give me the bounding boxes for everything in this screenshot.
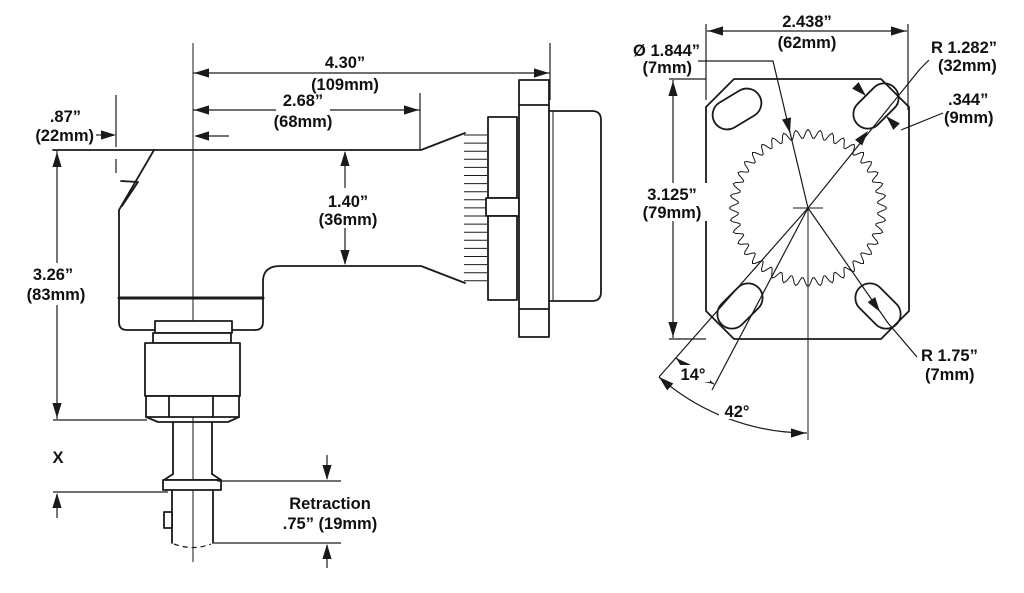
dim-corner-radius-mm: (7mm) — [925, 366, 975, 384]
gear-diameter-leader — [698, 60, 809, 209]
dim-corner-radius-in: R 1.75” — [921, 347, 978, 365]
dim-head-offset-mm: (22mm) — [35, 127, 94, 145]
spindle-boss-lower — [152, 332, 232, 344]
spring-coils — [464, 134, 487, 282]
spindle-shaft — [172, 421, 213, 475]
knurl-band — [485, 197, 520, 217]
dim-plate-width-mm: (62mm) — [778, 34, 837, 52]
dim-body-height-in: 1.40” — [328, 193, 368, 211]
dim-front-length-mm: (68mm) — [274, 113, 333, 131]
arm-top-outline — [52, 132, 466, 151]
slot-width-leader — [900, 112, 944, 131]
dim-slot-radius-in: R 1.282” — [931, 39, 997, 57]
arm-bottom-outline — [254, 265, 466, 331]
dim-overall-height-in: 3.26” — [33, 266, 73, 284]
rear-cylinder — [548, 110, 602, 302]
dim-overall-height-mm: (83mm) — [27, 286, 86, 304]
side-view: 4.30” (109mm) 2.68” (68mm) .87” (22mm) 1… — [22, 43, 602, 568]
gear-wheel — [728, 128, 888, 288]
spindle-tab — [163, 511, 173, 529]
dim-slot-width-in: .344” — [948, 91, 988, 109]
angle-large-label: 42° — [725, 403, 750, 421]
dim-plate-height-in: 3.125” — [647, 186, 697, 204]
angle-line-outer — [658, 207, 809, 378]
flange-edge — [518, 79, 550, 338]
hex-nut-chamfer — [145, 416, 240, 423]
angle-line-inner — [711, 207, 809, 391]
dim-head-offset-in: .87” — [50, 108, 81, 126]
slot-top-left — [711, 87, 763, 131]
dim-variable-label: X — [52, 449, 63, 467]
dim-overall-length-in: 4.30” — [325, 54, 365, 72]
dim-slot-width-mm: (9mm) — [944, 109, 994, 127]
tip-flange — [162, 479, 222, 491]
head-outline — [118, 149, 155, 299]
dim-gear-diameter-mm: (7mm) — [642, 59, 692, 77]
head-bevel-notch — [120, 180, 139, 207]
collet-body — [144, 342, 241, 397]
front-view: 2.438” (62mm) 3.125” (79mm) Ø 1.844” (7m… — [633, 13, 997, 440]
dim-body-height-mm: (36mm) — [319, 211, 378, 229]
corner-radius-leader — [887, 322, 918, 358]
slot-radius-leader — [919, 59, 930, 70]
dim-slot-radius-mm: (32mm) — [938, 57, 997, 75]
hex-nut — [145, 395, 240, 418]
dim-gear-diameter-in: Ø 1.844” — [633, 42, 700, 60]
knurl-lower — [487, 215, 518, 301]
retraction-label: Retraction — [289, 495, 371, 513]
spindle-tip-hidden-arc — [173, 543, 212, 549]
retraction-value: .75” (19mm) — [283, 515, 377, 533]
knurl-upper — [487, 116, 518, 199]
dim-front-length-in: 2.68” — [283, 92, 323, 110]
angle-small-label: 14° — [681, 366, 706, 384]
base-plate — [118, 297, 256, 331]
dim-overall-length-mm: (109mm) — [311, 76, 379, 94]
dim-plate-width-in: 2.438” — [782, 13, 832, 31]
dim-plate-height-mm: (79mm) — [643, 204, 702, 222]
spindle-boss-upper — [154, 320, 233, 334]
